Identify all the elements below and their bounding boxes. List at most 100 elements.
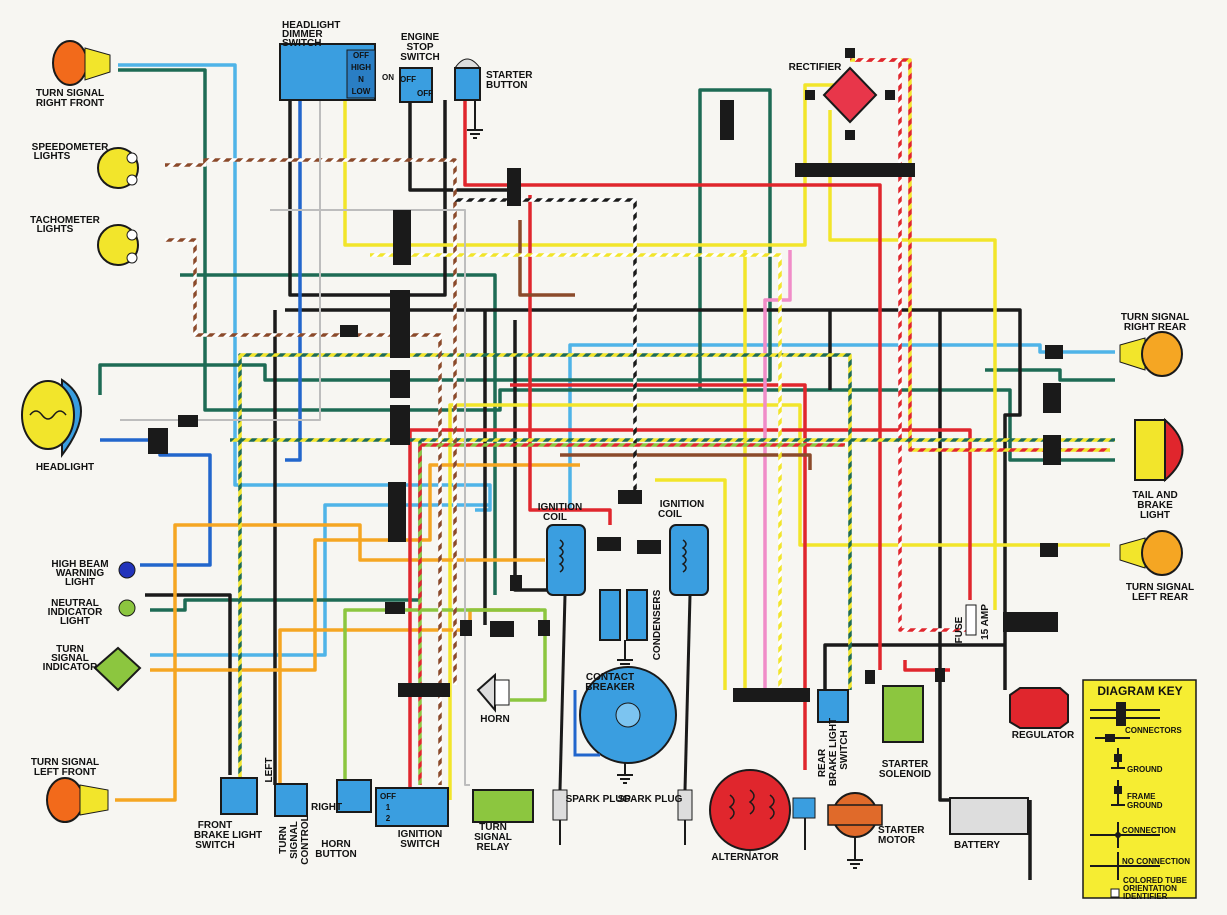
label-turn-signal-left-front: LEFT FRONT xyxy=(34,767,96,778)
ignition-position: 1 xyxy=(386,803,391,812)
diagram-key: DIAGRAM KEY CONNECTORS GROUND FRAME GROU… xyxy=(1082,679,1197,901)
alternator xyxy=(709,769,791,860)
turn-signal-left-rear xyxy=(1119,530,1183,576)
tail-and-brake-light xyxy=(1134,417,1184,483)
solenoid-icon xyxy=(882,685,924,743)
turn-signal-indicator xyxy=(93,646,142,692)
label-left: LEFT xyxy=(264,758,275,783)
rear-lamps xyxy=(1119,331,1184,576)
wire-red-white xyxy=(855,58,970,632)
key-ground-label: GROUND xyxy=(1127,765,1163,774)
wire-orange xyxy=(115,523,545,802)
key-frame-ground-label: GROUND xyxy=(1127,801,1163,810)
tachometer-lights xyxy=(97,224,139,266)
key-connection-label: CONNECTION xyxy=(1122,826,1176,835)
wire-red xyxy=(510,383,807,770)
ignition-system xyxy=(546,524,709,845)
label-condensers: CONDENSERS xyxy=(652,589,663,660)
key-connectors-label: CONNECTORS xyxy=(1125,726,1182,735)
lamp-icon xyxy=(21,380,75,450)
connector-icon xyxy=(390,290,410,358)
ignition-position: OFF xyxy=(380,792,396,801)
wire-light-blue xyxy=(568,343,1115,510)
spark-plug-right xyxy=(677,789,693,845)
label-ignition-coil-left: COIL xyxy=(543,512,567,523)
wire-light-blue xyxy=(118,63,492,512)
key-no-connection: NO CONNECTION xyxy=(1090,852,1190,880)
wire-gray xyxy=(270,209,470,786)
label-turn-signal-left-rear: LEFT REAR xyxy=(1132,592,1189,603)
wire-black xyxy=(513,320,550,592)
label-dimmer-switch: HEADLIGHT xyxy=(282,20,340,31)
handlebar-controls: OFF 1 2 xyxy=(220,777,534,827)
label-ignition-coil-right: IGNITION xyxy=(660,499,704,510)
label-fuse: FUSE xyxy=(954,616,965,643)
connector-icon xyxy=(490,621,514,637)
key-tube-label: ORIENTATION xyxy=(1123,884,1177,893)
label-front-brake-light-switch: FRONT xyxy=(198,820,232,831)
lamp-icon xyxy=(52,40,88,86)
label-spark-plug-right: SPARK PLUG xyxy=(618,794,683,805)
rear-brake-light-switch-icon xyxy=(817,689,849,723)
connector-icon xyxy=(1040,543,1058,557)
label-engine-stop-switch: STOP xyxy=(406,42,433,53)
label-starter-button: STARTER xyxy=(486,70,533,81)
dimmer-position: OFF xyxy=(353,51,369,60)
wire-green xyxy=(98,88,772,395)
label-tail-brake-light: BRAKE xyxy=(1137,500,1173,511)
dimmer-on-label: ON xyxy=(382,73,394,82)
condenser-icon xyxy=(626,589,648,641)
dimmer-position: HIGH xyxy=(351,63,371,72)
wire-black xyxy=(938,310,960,802)
label-turn-signal-left-rear: TURN SIGNAL xyxy=(1126,582,1194,593)
label-turn-signal-right-rear: RIGHT REAR xyxy=(1124,322,1187,333)
connector-icon xyxy=(1043,383,1061,413)
connector-icon xyxy=(795,163,915,177)
key-tube-label: IDENTIFIER xyxy=(1123,892,1168,901)
starter-button xyxy=(454,58,483,139)
label-turn-signal-right-front: RIGHT FRONT xyxy=(36,98,104,109)
label-front-brake-light-switch: BRAKE LIGHT xyxy=(194,830,262,841)
wire-light-green-red xyxy=(418,443,845,785)
label-turn-signal-right-rear: TURN SIGNAL xyxy=(1121,312,1189,323)
key-no-connection-label: NO CONNECTION xyxy=(1122,857,1190,866)
label-neutral: INDICATOR xyxy=(48,607,103,618)
wire-light-green xyxy=(343,608,547,780)
label-engine-stop-switch: ENGINE xyxy=(401,32,440,43)
label-rear-brake-light-switch: BRAKE LIGHT xyxy=(828,718,839,786)
key-frame-ground-label: FRAME xyxy=(1127,792,1156,801)
label-headlight: HEADLIGHT xyxy=(36,462,94,473)
label-tail-brake-light: LIGHT xyxy=(1140,510,1170,521)
condenser-icon xyxy=(599,589,621,641)
lamp-icon xyxy=(118,561,136,579)
key-tube-label: COLORED TUBE xyxy=(1123,876,1188,885)
label-turn-signal-control: SIGNAL xyxy=(289,821,300,859)
connector-icon xyxy=(618,490,642,504)
wire-black xyxy=(408,75,520,192)
label-right: RIGHT xyxy=(311,802,342,813)
label-high-beam: LIGHT xyxy=(65,577,95,588)
speedometer-lights xyxy=(97,147,139,189)
wire-light-blue xyxy=(150,503,490,657)
turn-signal-right-front xyxy=(52,40,111,86)
dimmer-position: N xyxy=(358,75,364,84)
regulator-icon xyxy=(1009,687,1069,729)
headlight xyxy=(21,378,82,458)
connector-icon xyxy=(935,668,945,682)
battery-icon xyxy=(949,797,1029,835)
label-turn-signal-left-front: TURN SIGNAL xyxy=(31,757,99,768)
connector-icon xyxy=(393,210,411,265)
rectifier xyxy=(805,48,895,140)
lamp-icon xyxy=(1141,331,1183,377)
horn-button-icon xyxy=(336,779,372,813)
lamp-icon xyxy=(46,777,84,823)
connector-icon xyxy=(597,537,621,551)
connector-icon xyxy=(720,100,734,140)
alternator-icon xyxy=(709,769,791,851)
turn-signal-right-rear xyxy=(1119,331,1183,377)
connector-icon xyxy=(865,670,875,684)
label-horn-button: BUTTON xyxy=(315,849,356,860)
label-contact-breaker: BREAKER xyxy=(585,682,635,693)
wire-brown xyxy=(560,453,812,470)
label-ignition-coil-left: IGNITION xyxy=(538,502,582,513)
